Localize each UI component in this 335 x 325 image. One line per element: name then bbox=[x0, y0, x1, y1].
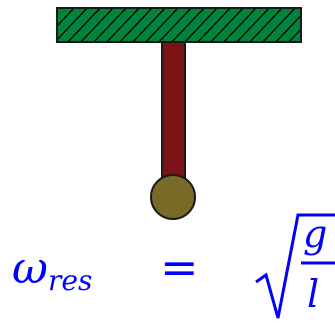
hatch-line bbox=[196, 8, 232, 42]
omega-subscript: res bbox=[48, 264, 92, 297]
hatch-line bbox=[287, 28, 301, 42]
hatch-line bbox=[144, 8, 180, 42]
hatch-line bbox=[209, 8, 245, 42]
pendulum-bob bbox=[150, 174, 196, 220]
hatch-line bbox=[248, 8, 284, 42]
hatch-line bbox=[92, 8, 128, 42]
hatch-line bbox=[79, 8, 115, 42]
hatch-line bbox=[131, 8, 167, 42]
hatch-line bbox=[300, 41, 301, 42]
hatch-line bbox=[274, 14, 301, 42]
hatch-line bbox=[183, 8, 219, 42]
hatch-line bbox=[170, 8, 206, 42]
fraction-denominator: l bbox=[307, 272, 319, 316]
hatch-line bbox=[66, 8, 102, 42]
equals-sign: = bbox=[160, 240, 199, 294]
hatch-line bbox=[261, 8, 297, 42]
hatch-line bbox=[57, 8, 89, 41]
hatch-line bbox=[222, 8, 258, 42]
ceiling-hatching bbox=[57, 6, 335, 44]
frequency-formula: ω res = g l bbox=[12, 212, 335, 319]
hatch-line bbox=[105, 8, 141, 42]
hatch-line bbox=[157, 8, 193, 42]
ceiling-support bbox=[56, 6, 335, 44]
hatch-line bbox=[118, 8, 154, 42]
square-root-sign bbox=[255, 213, 335, 319]
hatch-line bbox=[235, 8, 271, 42]
pendulum-rod bbox=[161, 41, 186, 198]
fraction-numerator: g bbox=[303, 212, 327, 256]
omega-symbol: ω bbox=[12, 243, 48, 294]
hatch-line bbox=[313, 6, 335, 44]
